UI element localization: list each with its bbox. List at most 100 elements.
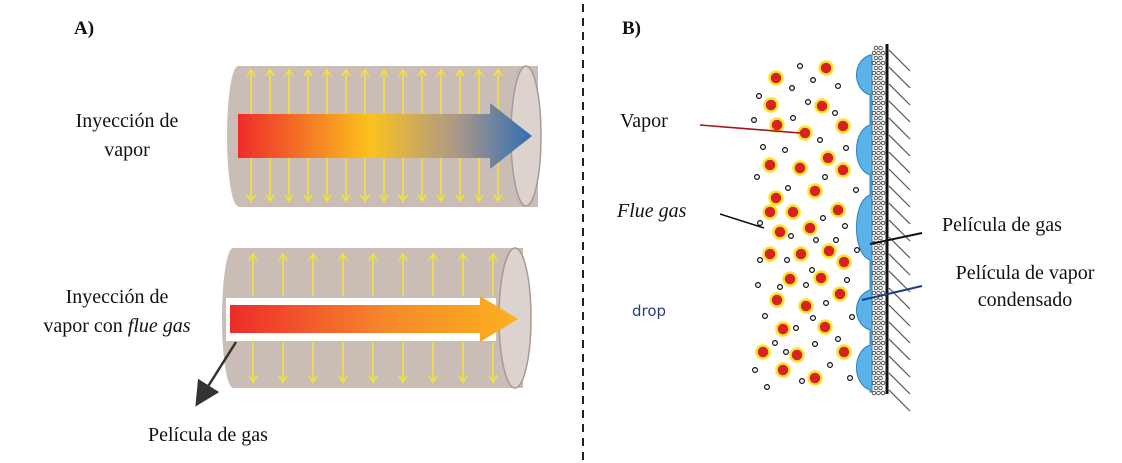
- vapor-particle: [782, 271, 798, 287]
- radial-arrow-top-down-head: [284, 194, 294, 203]
- gas-film-bubble: [876, 390, 881, 396]
- vapor-particle: [832, 286, 848, 302]
- vapor-particle: [769, 292, 785, 308]
- gas-film-bubble: [876, 380, 881, 386]
- gas-film-bubble: [880, 140, 886, 146]
- gas-film-bubble: [880, 380, 886, 386]
- gas-film-bubble: [880, 160, 886, 166]
- vapor-particle: [785, 204, 801, 220]
- flue-gas-particle: [756, 220, 763, 227]
- gas-film-bubble: [876, 230, 881, 236]
- steam-injection-label: Inyección de vapor: [52, 110, 202, 162]
- gas-film-bubble: [871, 390, 877, 396]
- radial-arrow-top-up-head: [322, 68, 332, 77]
- radial-arrow-bottom-up-head: [308, 252, 318, 261]
- gas-film-bubble: [873, 215, 879, 221]
- gas-film-bubble: [880, 230, 886, 236]
- gas-film-bubble: [873, 155, 879, 161]
- gas-film-bubble: [873, 55, 879, 61]
- flue-gas-particle: [802, 282, 809, 289]
- gas-film-bubble: [871, 350, 877, 356]
- gas-film-bubble: [878, 195, 883, 201]
- gas-film-bubble: [871, 250, 877, 256]
- flue-gas-particle: [809, 315, 816, 322]
- vapor-particle: [830, 202, 846, 218]
- gas-film-bubble: [876, 100, 881, 106]
- pipe-top: [227, 65, 542, 207]
- flue-gas-particle: [759, 144, 766, 151]
- gas-film-bubble: [876, 330, 881, 336]
- vapor-particle: [835, 162, 851, 178]
- radial-arrow-top-down-head: [322, 194, 332, 203]
- radial-arrow-top-down-head: [360, 194, 370, 203]
- flue-gas-leader: [719, 213, 765, 229]
- flue-gas-particle: [826, 362, 833, 369]
- flue-gas-particle: [781, 147, 788, 154]
- gas-film-bubble: [873, 255, 879, 261]
- flue-gas-particle: [761, 313, 768, 320]
- flue-gas-particle: [788, 84, 795, 91]
- gas-film-bubble: [878, 355, 883, 361]
- gas-film-bubble: [880, 90, 886, 96]
- panel-a-tag: A): [74, 18, 95, 39]
- gas-film-bubble: [871, 60, 877, 66]
- gas-film-bubble: [878, 165, 883, 171]
- gas-film-bubble: [878, 115, 883, 121]
- gas-film-bubble: [878, 235, 883, 241]
- gas-film-bubble: [871, 70, 877, 76]
- gas-film-bubble: [873, 185, 879, 191]
- gas-film-bubble: [873, 125, 879, 131]
- radial-arrow-bottom-down-head: [308, 375, 318, 384]
- gas-film-bubble: [878, 375, 883, 381]
- gas-film-bubble: [876, 50, 881, 56]
- gas-film-bubble: [878, 365, 883, 371]
- radial-arrow-top-down-head: [265, 194, 275, 203]
- vapor-particle: [768, 190, 784, 206]
- radial-arrow-top-down-head: [417, 194, 427, 203]
- gas-film-bubble: [873, 75, 879, 81]
- radial-arrow-bottom-up-head: [248, 252, 258, 261]
- gas-film-bubble: [871, 230, 877, 236]
- radial-arrow-top-up-head: [455, 68, 465, 77]
- gas-film-bubble: [876, 190, 881, 196]
- gas-film-bubble: [871, 200, 877, 206]
- hatch-line: [888, 66, 911, 89]
- gas-film-bubble: [873, 105, 879, 111]
- gas-film-bubble: [880, 200, 886, 206]
- vapor-and-flue-gas-particles: [750, 60, 860, 391]
- flue-gas-particle: [750, 116, 757, 123]
- gas-film-bubble: [876, 340, 881, 346]
- gas-film-bubble: [878, 75, 883, 81]
- gas-film-bubble: [880, 110, 886, 116]
- gas-film-bubble: [871, 80, 877, 86]
- gas-film-bubble: [876, 140, 881, 146]
- radial-arrow-bottom-down-head: [398, 375, 408, 384]
- gas-film-bubble: [871, 370, 877, 376]
- gas-film-bubble: [873, 345, 879, 351]
- gas-film-bubble: [876, 120, 881, 126]
- vapor-particle: [762, 246, 778, 262]
- radial-arrow-top-up-head: [493, 68, 503, 77]
- gas-film-bubble: [871, 330, 877, 336]
- gas-film-bubble: [871, 150, 877, 156]
- flue-gas-particle: [789, 114, 796, 121]
- radial-arrow-bottom-down-head: [338, 375, 348, 384]
- gas-film-leader: [869, 232, 923, 245]
- gas-film-bubble: [873, 305, 879, 311]
- hatch-line: [888, 49, 911, 72]
- gas-film-bubble: [878, 125, 883, 131]
- gas-film-bubble: [873, 65, 879, 71]
- gas-film-bubble: [873, 335, 879, 341]
- gas-film-bubble: [873, 145, 879, 151]
- gas-film-bubble: [871, 320, 877, 326]
- gas-film-bubble: [871, 360, 877, 366]
- vapor-particle: [789, 347, 805, 363]
- gas-film-bubble: [878, 45, 883, 51]
- vapor-particle: [793, 246, 809, 262]
- radial-arrow-top-down-head: [474, 194, 484, 203]
- gas-film-bubbles: [871, 45, 886, 396]
- gas-film-bubble: [878, 105, 883, 111]
- flue-gas-particle: [776, 284, 783, 291]
- gas-film-bubble: [880, 260, 886, 266]
- flue-gas-particle: [816, 137, 823, 144]
